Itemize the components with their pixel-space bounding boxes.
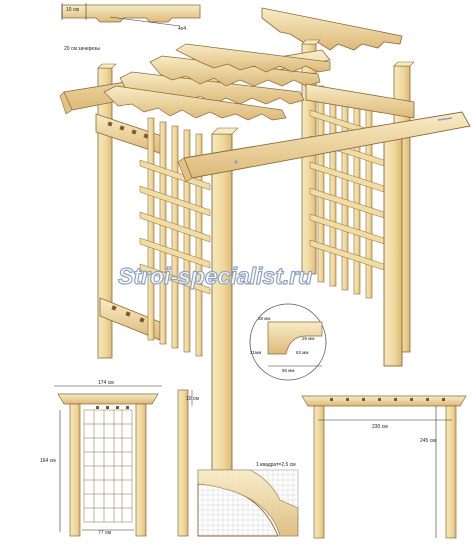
top-width-label: 10 см [66,7,79,13]
detail-25-label: 25 мм [302,336,314,341]
grid-template: 1 квадрат=2,5 см [197,462,299,537]
pergola-main [59,39,471,471]
grid-scale-label: 1 квадрат=2,5 см [256,462,296,468]
detail-63-label: 63 мм [296,350,308,355]
front-elevation: 230 см 245 см [301,395,467,539]
top-board-label: 4х4 [178,26,186,32]
side-height-label: 164 см [40,458,56,464]
detail-95-label: 95 мм [282,368,294,373]
post-width-label: 10 см [186,396,199,402]
top-right-rafter [261,7,403,51]
joint-detail-circle: 38 мм 25 мм 31мм 63 мм 95 мм [249,303,327,381]
detail-31-label: 31мм [250,350,261,355]
post-detail: 10 см [177,389,199,537]
front-height-label: 245 см [420,438,436,444]
side-width-label: 174 см [98,380,114,386]
side-inner-label: 77 см [98,530,111,536]
watermark-text: Stroi-specialist.ru [118,263,312,289]
detail-38-label: 38 мм [258,316,270,321]
side-elevation: 174 см 164 см 77 см [40,380,162,537]
rafter-profile-detail: 10 см 4х4 [61,3,201,32]
front-width-label: 230 см [372,424,388,430]
notches-label: 20 см зачерезы [64,46,100,52]
